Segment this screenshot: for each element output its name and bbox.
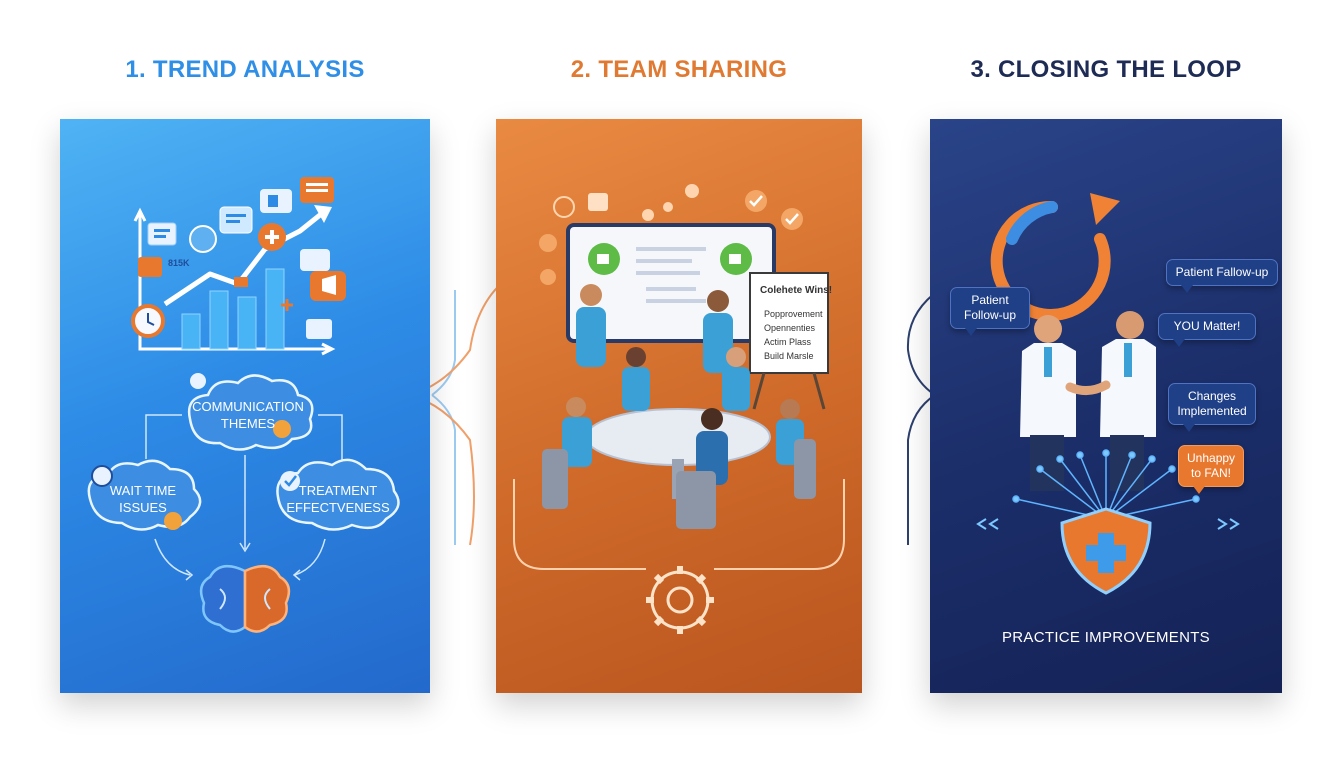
- brain-left-icon: [199, 564, 247, 633]
- doctor-right-coat: [1100, 339, 1156, 437]
- round-table: [585, 408, 771, 466]
- doctors-handshake: [1020, 311, 1156, 491]
- wait-time-issues-label: WAIT TIME ISSUES: [109, 483, 177, 515]
- connector-left-brace-1: [431, 290, 456, 396]
- board-item-4: Build Marsle: [764, 351, 814, 361]
- doctor-right-head: [1116, 311, 1144, 339]
- seated-person-right: [722, 367, 750, 411]
- team-members: [562, 284, 804, 485]
- patient-follow-up-bubble-right: Patient Fallow-up: [1166, 259, 1278, 293]
- y-axis-arrow-icon: [133, 207, 147, 222]
- you-matter-bubble: YOU Matter!: [1158, 313, 1256, 347]
- treatment-effectiveness-label: TREATMENT EFFECTVENESS: [286, 483, 390, 515]
- connector-left-brace-2: [431, 394, 456, 545]
- standing-person-left: [576, 307, 606, 367]
- closing-the-loop-panel: Patient Follow-up Patient Fallow-up YOU …: [930, 119, 1282, 693]
- bubble-dot-icon: [685, 184, 699, 198]
- team-sharing-panel: Colehete Wins! Popprovement Opennenties …: [496, 119, 862, 693]
- board-item-2: Opennenties: [764, 323, 816, 333]
- chart-bars: [181, 268, 285, 350]
- right-chevrons-icon: [1217, 518, 1240, 530]
- unhappy-to-fan-bubble: Unhappy to FAN!: [1178, 445, 1244, 494]
- doctor-left-head: [1034, 315, 1062, 343]
- team-sharing-heading: 2. TEAM SHARING: [570, 56, 788, 83]
- board-title: Colehete Wins!: [760, 285, 833, 296]
- trend-line: [163, 209, 327, 307]
- trend-analysis-heading: 1. TREND ANALYSIS: [125, 56, 365, 83]
- bracket-right: [714, 479, 845, 570]
- network-lines: [1012, 449, 1200, 520]
- team-illustration: [513, 184, 845, 634]
- doctor-right-legs: [1110, 435, 1144, 491]
- seated-person-front-left: [562, 417, 592, 467]
- communication-themes-label: COMMUNICATION THEMES: [192, 399, 304, 431]
- bar-1: [181, 313, 201, 350]
- robot-face-icon: [189, 225, 217, 253]
- megaphone-icon: [588, 193, 608, 211]
- treatment-cloud: [276, 458, 400, 531]
- chat-card-icon: [147, 222, 177, 246]
- percent-card-icon: [300, 249, 330, 271]
- board-item-3: Actim Plass: [764, 337, 812, 347]
- stats-badge: 815K: [168, 258, 190, 268]
- neutral-face-icon: [273, 420, 291, 438]
- seated-person-center: [622, 367, 650, 411]
- chair-left: [542, 449, 568, 509]
- handshake-icon: [1065, 380, 1111, 395]
- flow-line-right: [318, 414, 343, 464]
- trend-analysis-panel: 815K COMMUNICATION THEMES WAIT TIME ISSU…: [60, 119, 430, 693]
- brain-right-icon: [243, 564, 291, 633]
- patient-follow-up-bubble-left: Patient Follow-up: [950, 287, 1030, 336]
- loop-illustration: [976, 193, 1240, 595]
- speech-icon: [190, 373, 206, 389]
- changes-implemented-bubble: Changes Implemented: [1168, 383, 1256, 432]
- doctor-left-coat: [1020, 343, 1076, 437]
- trend-arrow-head-icon: [314, 205, 332, 223]
- standing-person-right: [703, 313, 733, 373]
- bar-3: [237, 296, 257, 350]
- bracket-left: [513, 479, 646, 570]
- small-badge-icon: [234, 277, 248, 287]
- trend-illustration: [87, 177, 400, 633]
- practice-improvements-caption: PRACTICE IMPROVEMENTS: [1002, 629, 1210, 646]
- x-axis-arrow-icon: [321, 342, 336, 356]
- small-note-icon: [138, 257, 162, 277]
- flipchart-board: [749, 272, 829, 374]
- closing-the-loop-heading: 3. CLOSING THE LOOP: [970, 56, 1242, 83]
- gear-small-icon: [539, 234, 557, 252]
- chart-card-icon: [306, 319, 332, 339]
- board-item-1: Popprovement: [764, 309, 823, 319]
- stopwatch-icon: [91, 465, 113, 487]
- people-small-icon: [540, 269, 556, 285]
- sad-face-icon: [164, 512, 182, 530]
- bar-2: [209, 290, 229, 350]
- chair-right: [794, 439, 816, 499]
- chat-outline-icon: [553, 196, 575, 218]
- chair-front: [676, 471, 716, 529]
- left-chevrons-icon: [976, 518, 999, 530]
- connector-arrow-team-lower: [409, 394, 475, 546]
- flow-line-wait: [154, 538, 191, 576]
- flow-line-treatment: [294, 538, 326, 576]
- circular-arrow-head-icon: [1090, 193, 1120, 225]
- doctor-left-legs: [1030, 435, 1064, 491]
- flow-line-left: [145, 414, 182, 459]
- bar-4: [265, 268, 285, 350]
